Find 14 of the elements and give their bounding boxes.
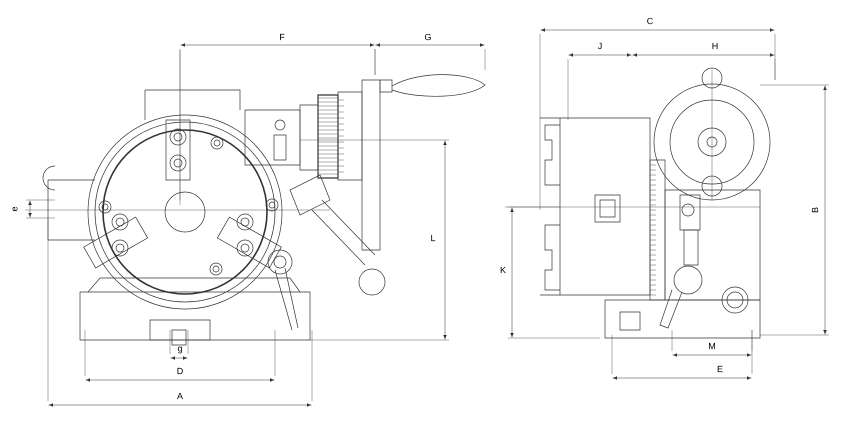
dimension-label: K [500, 266, 506, 274]
dimension-label: D [178, 368, 183, 374]
dimension-label: G [424, 34, 431, 40]
dimension-label: L [431, 234, 436, 242]
dimension-label: e [12, 206, 18, 212]
dimension-label: J [598, 42, 602, 50]
dimension-label: F [280, 34, 284, 40]
dimension-label: M [709, 342, 716, 350]
dimension-label: H [712, 42, 718, 50]
dimension-label: C [647, 18, 653, 24]
dimension-label: B [812, 207, 818, 212]
dimension-label: A [177, 392, 183, 400]
dimension-label: g [178, 346, 182, 354]
dimension-label: E [718, 366, 723, 372]
